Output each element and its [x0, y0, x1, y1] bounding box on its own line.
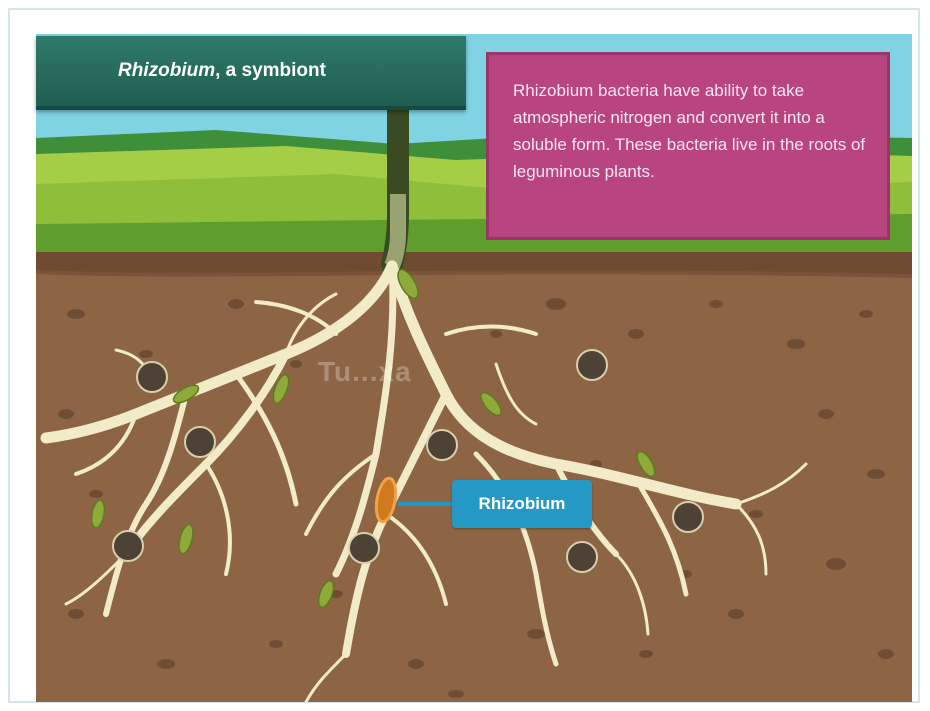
title-italic: Rhizobium: [118, 60, 215, 81]
stem-base: [392, 194, 398, 266]
info-text: Rhizobium bacteria have ability to take …: [513, 81, 865, 181]
watermark: Tu...xa: [318, 356, 412, 388]
title-rest: , a symbiont: [215, 60, 326, 81]
diagram-title: Rhizobium, a symbiont: [118, 60, 326, 82]
info-box: Rhizobium bacteria have ability to take …: [486, 52, 890, 240]
rhizobium-callout-label: Rhizobium: [452, 480, 592, 528]
soil: [36, 252, 912, 702]
title-banner: Rhizobium, a symbiont: [36, 36, 466, 110]
